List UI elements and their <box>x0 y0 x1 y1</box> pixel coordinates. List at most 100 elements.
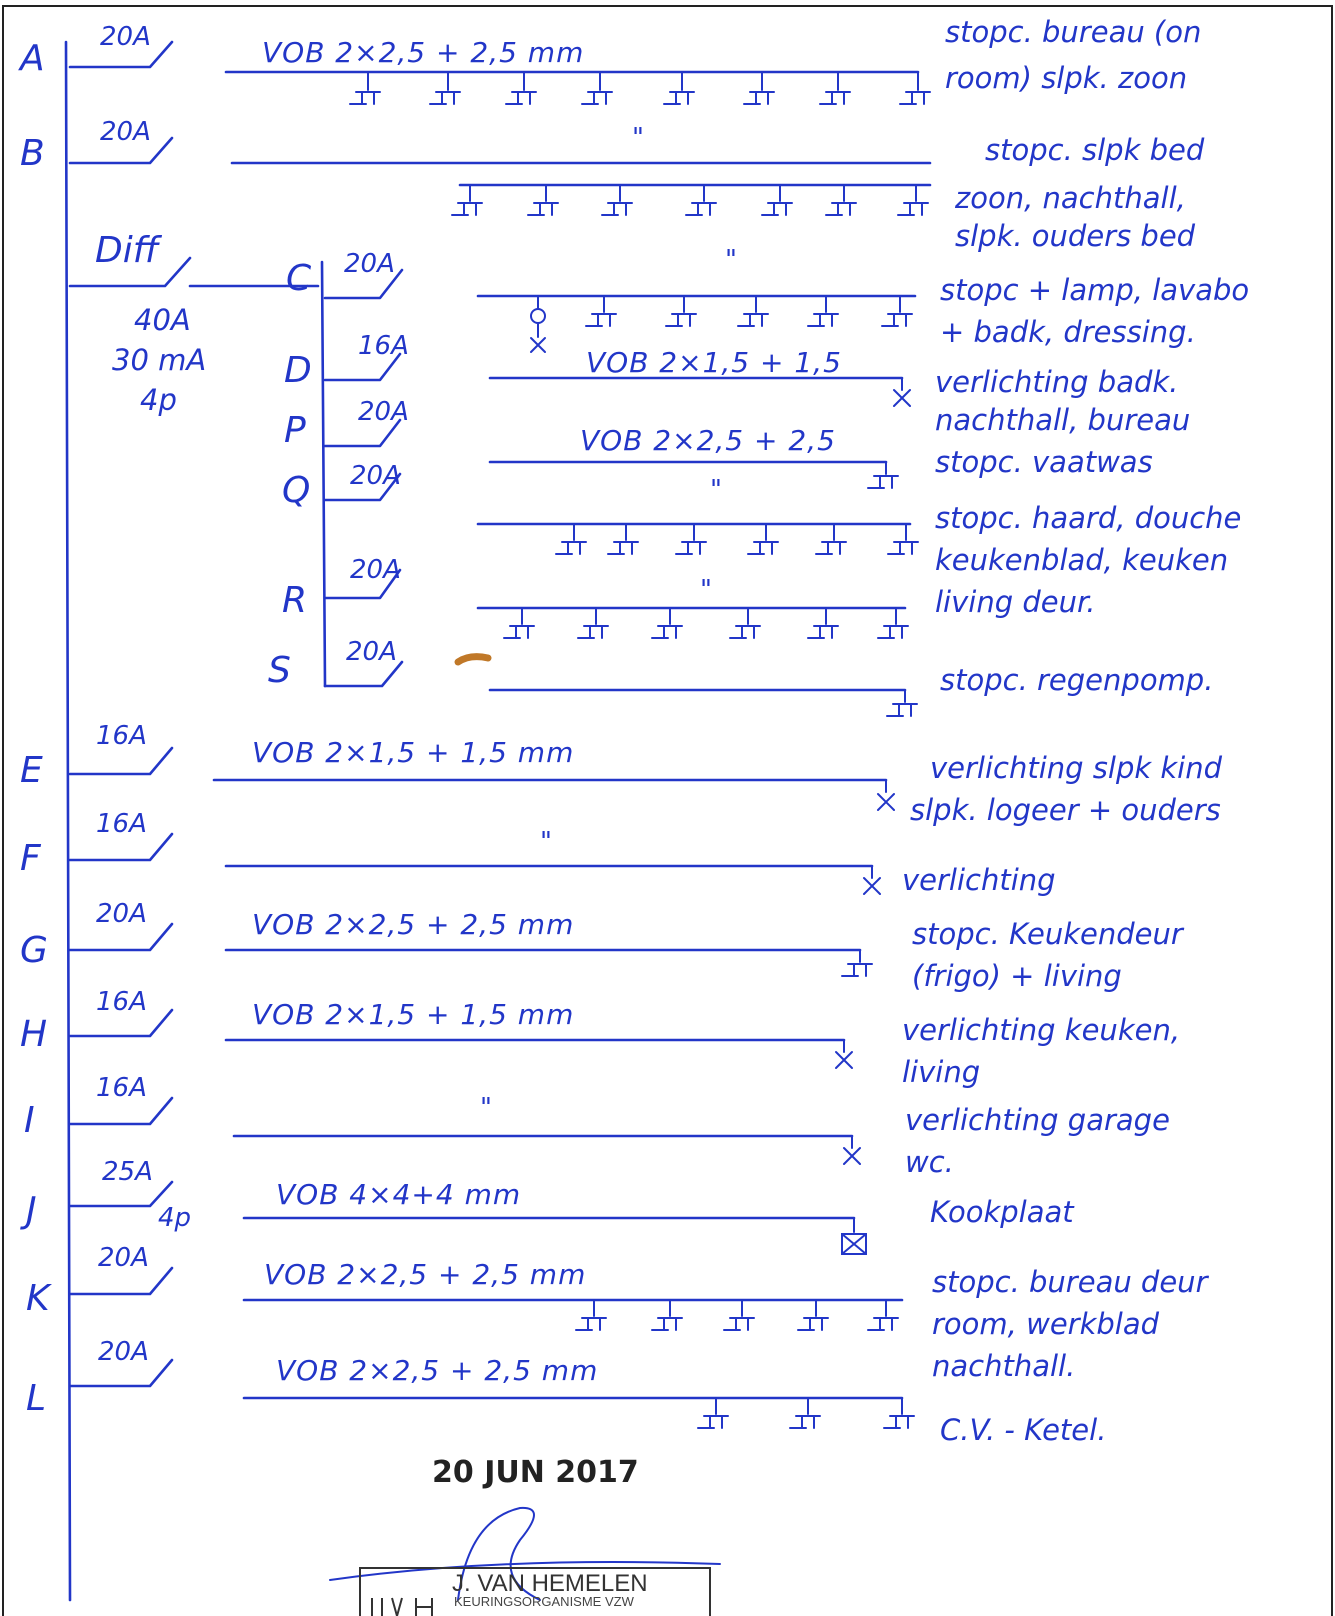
circuit-description: room, werkblad <box>932 1307 1160 1341</box>
breaker-rating: 20A <box>98 1337 149 1367</box>
cable-spec: VOB 4×4+4 mm <box>276 1178 521 1211</box>
differential-sensitivity: 30 mA <box>112 343 206 377</box>
circuit-label: R <box>282 580 307 621</box>
lighting-point <box>893 377 911 407</box>
circuit-description: wc. <box>905 1145 954 1179</box>
lighting-point <box>843 1135 861 1165</box>
circuit-J: J 25A 4p VOB 4×4+4 mm Kookplaat <box>20 1157 1075 1255</box>
circuit-description: stopc. slpk bed <box>985 133 1205 167</box>
circuit-description: nachthall, bureau <box>935 403 1190 437</box>
circuit-B: B 20A " stopc. slpk bed zoon, nachthall,… <box>20 117 1205 253</box>
circuit-label: K <box>26 1278 52 1319</box>
stamp-name: J. VAN HEMELEN <box>452 1570 648 1597</box>
circuit-label: E <box>20 750 43 791</box>
circuit-label: A <box>18 38 45 79</box>
ditto-mark: " <box>632 123 644 153</box>
circuit-description: + badk, dressing. <box>940 315 1196 349</box>
cable-spec: VOB 2×1,5 + 1,5 mm <box>252 998 574 1031</box>
circuit-description: slpk. ouders bed <box>955 219 1196 253</box>
breaker-symbol <box>68 40 174 69</box>
stamp-logo <box>371 1597 433 1616</box>
breaker-symbol <box>68 922 174 952</box>
main-busbar <box>64 40 72 1602</box>
signature-loop <box>457 1506 541 1601</box>
differential-rating: 40A <box>134 303 191 337</box>
cable-spec: VOB 2×1,5 + 1,5 mm <box>252 736 574 769</box>
breaker-symbol <box>323 352 402 382</box>
circuit-label: F <box>20 838 42 879</box>
circuit-description: slpk. logeer + ouders <box>910 793 1221 827</box>
socket-group <box>349 71 931 105</box>
circuit-F: F 16A " verlichting <box>20 809 1056 897</box>
circuit-description: stopc. Keukendeur <box>912 917 1185 951</box>
breaker-symbol <box>68 1358 174 1388</box>
circuit-label: I <box>24 1100 35 1141</box>
circuit-label: D <box>284 350 312 391</box>
circuit-R: R 20A " <box>282 555 909 639</box>
socket-symbol <box>867 461 899 489</box>
circuit-label: C <box>286 258 312 299</box>
circuit-description: verlichting slpk kind <box>930 751 1223 785</box>
stamp-organisation: KEURINGSORGANISME VZW <box>454 1594 635 1609</box>
circuit-description: C.V. - Ketel. <box>940 1413 1106 1447</box>
circuit-description: verlichting <box>902 863 1056 897</box>
cable-spec: VOB 2×2,5 + 2,5 mm <box>264 1258 586 1291</box>
differential-switch: Diff 40A 30 mA 4p <box>68 230 327 688</box>
breaker-symbol <box>323 268 404 300</box>
breaker-symbol <box>68 1266 174 1296</box>
socket-symbol <box>841 949 873 977</box>
breaker-rating: 20A <box>346 637 397 667</box>
circuit-description: stopc + lamp, lavabo <box>940 273 1249 307</box>
circuit-A: A 20A VOB 2×2,5 + 2,5 mm stopc. bureau (… <box>18 15 1201 105</box>
breaker-rating: 16A <box>96 721 147 751</box>
circuit-G: G 20A VOB 2×2,5 + 2,5 mm stopc. Keukende… <box>20 899 1185 993</box>
breaker-rating: 16A <box>96 1073 147 1103</box>
circuit-description: stopc. bureau (on <box>945 15 1201 49</box>
circuit-I: I 16A " verlichting garage wc. <box>24 1073 1170 1179</box>
sub-busbar <box>320 260 327 688</box>
circuit-L: L 20A VOB 2×2,5 + 2,5 mm C.V. - Ketel. <box>26 1337 1106 1447</box>
ditto-mark: " <box>540 827 552 857</box>
circuit-label: H <box>20 1014 47 1055</box>
lighting-point <box>877 779 895 811</box>
ditto-mark: " <box>700 575 712 605</box>
circuit-description: verlichting keuken, <box>902 1013 1180 1047</box>
breaker-symbol <box>68 136 174 165</box>
breaker-poles: 4p <box>158 1203 191 1233</box>
circuit-label: J <box>20 1190 37 1231</box>
cable-spec: VOB 2×2,5 + 2,5 <box>580 424 836 457</box>
breaker-symbol <box>68 746 174 776</box>
stamp-date: 20 JUN 2017 <box>432 1455 639 1490</box>
socket-group <box>555 523 919 555</box>
breaker-rating: 16A <box>96 809 147 839</box>
signature-stroke <box>329 1561 721 1581</box>
circuit-label: Q <box>282 470 310 511</box>
circuit-description: verlichting badk. <box>935 365 1178 399</box>
circuit-label: S <box>268 650 291 691</box>
circuit-Q: Q 20A " stopc. haard, douche keukenblad,… <box>282 461 1241 619</box>
circuit-label: L <box>26 1378 46 1419</box>
breaker-symbol <box>323 568 402 600</box>
breaker-symbol <box>68 1180 174 1208</box>
breaker-rating: 25A <box>102 1157 153 1187</box>
ditto-mark: " <box>710 475 722 505</box>
circuit-C: C 20A " stopc + lamp, lavabo + badk, dre… <box>286 245 1249 353</box>
breaker-symbol <box>323 472 402 502</box>
breaker-rating: 20A <box>358 397 409 427</box>
circuit-K: K 20A VOB 2×2,5 + 2,5 mm stopc. bureau d… <box>26 1243 1210 1383</box>
lighting-point <box>863 865 881 895</box>
circuit-label: P <box>284 410 306 451</box>
circuit-P: P 20A VOB 2×2,5 + 2,5 stopc. vaatwas <box>284 397 1153 489</box>
circuit-E: E 16A VOB 2×1,5 + 1,5 mm verlichting slp… <box>20 721 1223 827</box>
stamp-box <box>359 1567 711 1616</box>
cable-spec: VOB 2×2,5 + 2,5 mm <box>262 36 584 69</box>
lighting-point <box>835 1039 853 1069</box>
circuit-description: living deur. <box>935 585 1095 619</box>
ink-smudge <box>454 653 492 666</box>
lamp-symbol <box>530 295 546 353</box>
breaker-symbol <box>68 1008 174 1038</box>
breaker-symbol <box>323 418 402 448</box>
inspection-stamp: 20 JUN 2017 J. VAN HEMELEN KEURINGSORGAN… <box>329 1455 721 1616</box>
circuit-description: stopc. bureau deur <box>932 1265 1210 1299</box>
